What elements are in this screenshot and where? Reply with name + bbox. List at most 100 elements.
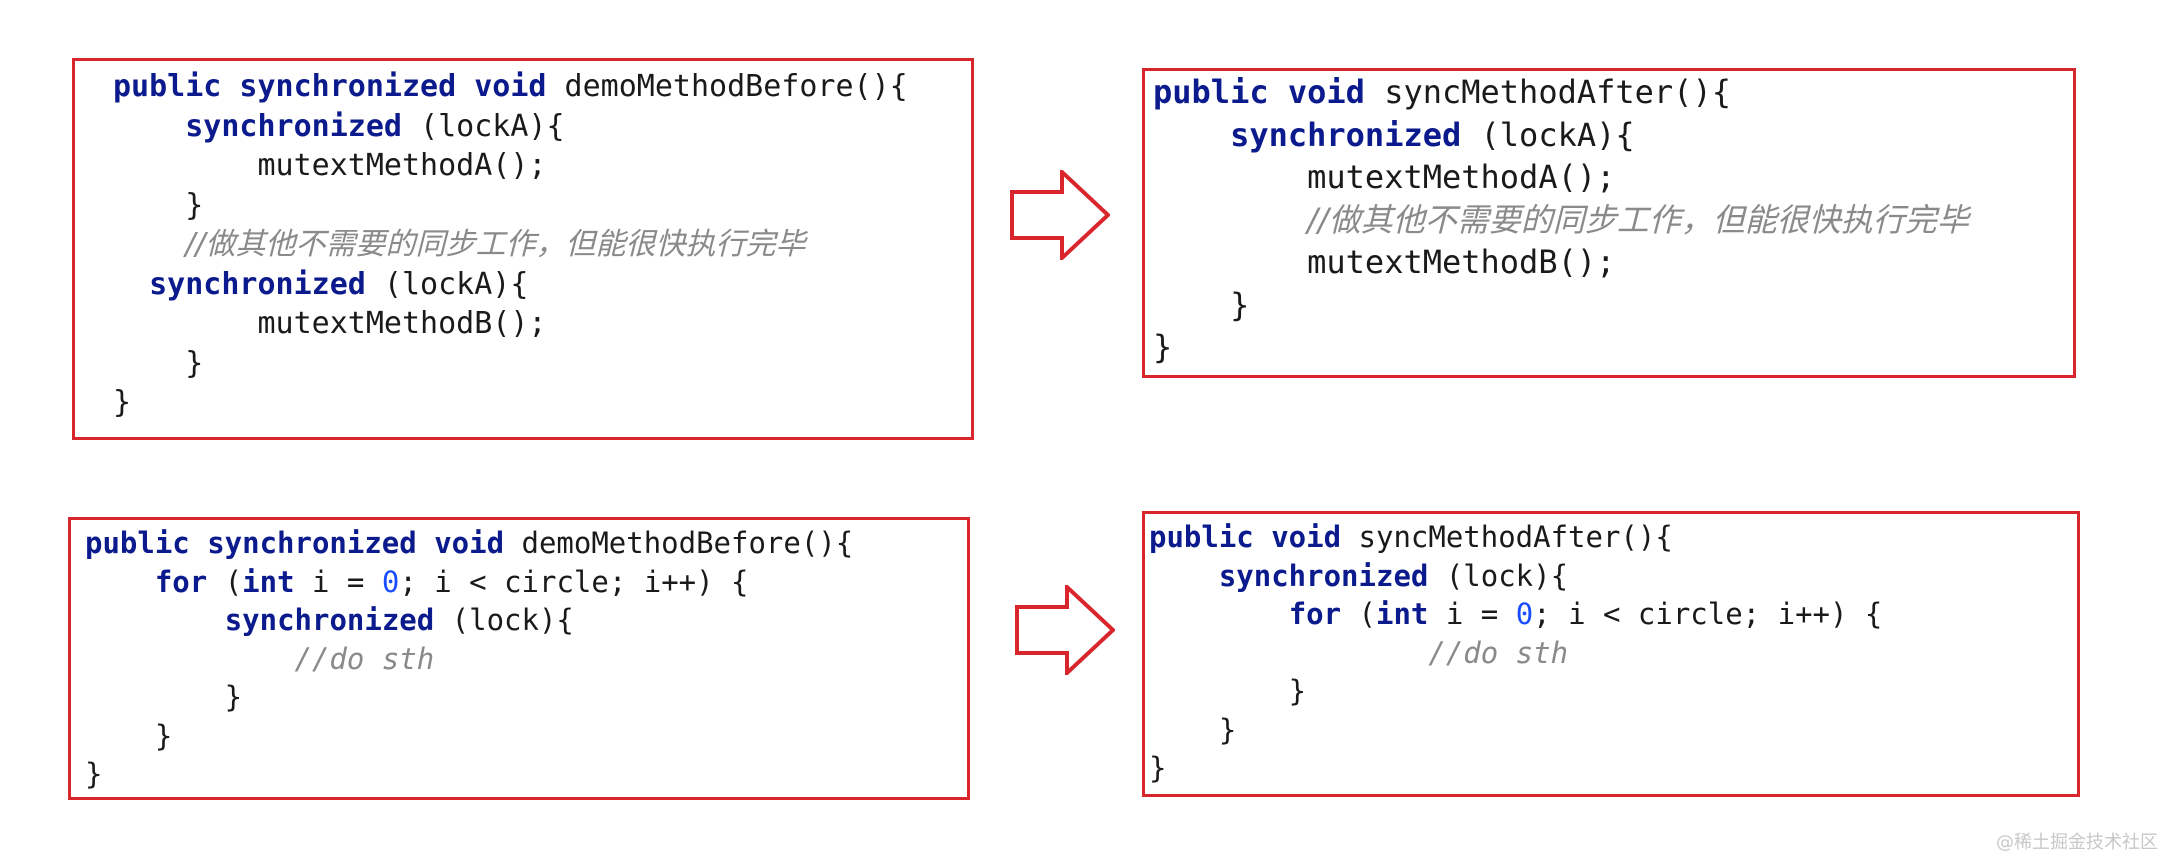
code-text: } — [85, 718, 173, 753]
code-line: //do sth — [1149, 634, 2077, 673]
code-line: public void syncMethodAfter(){ — [1153, 71, 2073, 114]
code-line: } — [1153, 284, 2073, 327]
code-text: (lockA){ — [365, 266, 529, 302]
code-number: 0 — [381, 564, 400, 599]
code-block: public void syncMethodAfter(){ synchroni… — [1145, 514, 2077, 788]
code-comment: //do sth — [294, 641, 435, 676]
code-keyword: int — [242, 564, 295, 599]
code-keyword: synchronized — [1230, 115, 1462, 154]
code-line: synchronized (lock){ — [1149, 557, 2077, 596]
watermark-text: @稀土掘金技术社区 — [1996, 832, 2158, 853]
code-number: 0 — [1515, 597, 1534, 631]
code-text: } — [113, 187, 204, 223]
code-text: syncMethodAfter(){ — [1364, 73, 1731, 111]
code-line: } — [85, 755, 967, 794]
code-text — [1153, 116, 1230, 154]
code-line: } — [113, 344, 971, 384]
code-text: } — [1149, 674, 1307, 708]
code-line: } — [113, 186, 971, 226]
code-line: } — [1149, 711, 2077, 750]
code-keyword: public synchronized void — [113, 69, 547, 104]
code-text — [1153, 201, 1307, 239]
before-code-box-lock-coarsening: public synchronized void demoMethodBefor… — [72, 58, 974, 440]
code-block: public void syncMethodAfter(){ synchroni… — [1145, 71, 2073, 369]
code-text: mutextMethodB(); — [1153, 243, 1616, 281]
code-keyword: public synchronized void — [85, 526, 505, 560]
code-text: } — [113, 345, 204, 381]
code-text: (lockA){ — [402, 108, 565, 144]
code-keyword: synchronized — [185, 108, 402, 144]
after-code-box-loop-lock: public void syncMethodAfter(){ synchroni… — [1142, 511, 2080, 797]
code-line: } — [85, 717, 967, 756]
code-keyword: for — [154, 564, 208, 599]
code-line: mutextMethodA(); — [113, 146, 971, 186]
code-text: (lock){ — [1428, 558, 1569, 593]
code-line: //做其他不需要的同步工作，但能很快执行完毕 — [113, 225, 971, 265]
code-text: demoMethodBefore(){ — [504, 526, 854, 560]
before-code-box-loop-lock: public synchronized void demoMethodBefor… — [68, 517, 970, 800]
code-text — [1149, 636, 1428, 670]
code-text: } — [1149, 712, 1237, 747]
code-keyword: synchronized — [224, 603, 435, 637]
code-line: } — [113, 383, 971, 423]
code-keyword: int — [1376, 597, 1429, 631]
code-keyword: public void — [1149, 520, 1342, 554]
code-text: (lockA){ — [1461, 115, 1635, 154]
code-line: public synchronized void demoMethodBefor… — [113, 67, 971, 107]
after-code-box-lock-coarsening: public void syncMethodAfter(){ synchroni… — [1142, 68, 2076, 378]
code-line: public void syncMethodAfter(){ — [1149, 518, 2077, 557]
code-text: i = — [1428, 597, 1516, 631]
right-arrow-icon — [1010, 170, 1110, 260]
code-text: demoMethodBefore(){ — [546, 69, 908, 104]
code-keyword: public void — [1153, 73, 1365, 111]
code-text: ( — [1341, 597, 1376, 631]
code-text: i = — [294, 564, 382, 599]
code-text — [113, 227, 185, 262]
code-text: mutextMethodA(); — [1153, 158, 1616, 196]
code-line: public synchronized void demoMethodBefor… — [85, 524, 967, 563]
code-text: } — [85, 757, 103, 791]
code-text: syncMethodAfter(){ — [1341, 520, 1673, 554]
code-text: } — [1149, 751, 1167, 785]
code-text: (lock){ — [434, 603, 574, 637]
code-comment: //做其他不需要的同步工作，但能很快执行完毕 — [185, 227, 806, 262]
code-line: synchronized (lockA){ — [1153, 114, 2073, 157]
code-keyword: synchronized — [149, 266, 366, 302]
code-keyword: for — [1288, 597, 1342, 631]
code-line: } — [1149, 749, 2077, 788]
code-line: for (int i = 0; i < circle; i++) { — [1149, 595, 2077, 634]
code-text: ( — [207, 564, 243, 599]
code-text — [113, 267, 149, 302]
code-text: ; i < circle; i++) { — [399, 564, 749, 599]
code-text: } — [1153, 328, 1173, 366]
code-line: mutextMethodA(); — [1153, 156, 2073, 199]
code-line: synchronized (lock){ — [85, 601, 967, 640]
code-line: //do sth — [85, 640, 967, 679]
code-text — [1149, 597, 1289, 631]
code-text — [113, 109, 185, 144]
code-text: mutextMethodA(); — [113, 148, 547, 183]
code-text — [85, 603, 225, 637]
code-text — [1149, 559, 1219, 593]
code-line: mutextMethodB(); — [113, 304, 971, 344]
code-text: } — [85, 680, 243, 714]
code-line: synchronized (lockA){ — [113, 107, 971, 147]
code-block: public synchronized void demoMethodBefor… — [71, 520, 967, 794]
code-keyword: synchronized — [1218, 558, 1429, 593]
code-line: //做其他不需要的同步工作，但能很快执行完毕 — [1153, 199, 2073, 242]
code-line: mutextMethodB(); — [1153, 241, 2073, 284]
code-text: ; i < circle; i++) { — [1533, 597, 1883, 631]
code-block: public synchronized void demoMethodBefor… — [75, 61, 971, 423]
code-text: } — [1153, 285, 1250, 324]
code-text: mutextMethodB(); — [113, 306, 547, 341]
right-arrow-icon — [1015, 585, 1115, 675]
code-comment: //do sth — [1428, 635, 1569, 670]
code-text — [85, 642, 295, 676]
code-text — [85, 565, 155, 599]
code-text: } — [113, 385, 132, 420]
code-line: synchronized (lockA){ — [113, 265, 971, 305]
code-line: } — [1153, 326, 2073, 369]
code-line: } — [1149, 672, 2077, 711]
code-line: } — [85, 678, 967, 717]
code-line: for (int i = 0; i < circle; i++) { — [85, 563, 967, 602]
